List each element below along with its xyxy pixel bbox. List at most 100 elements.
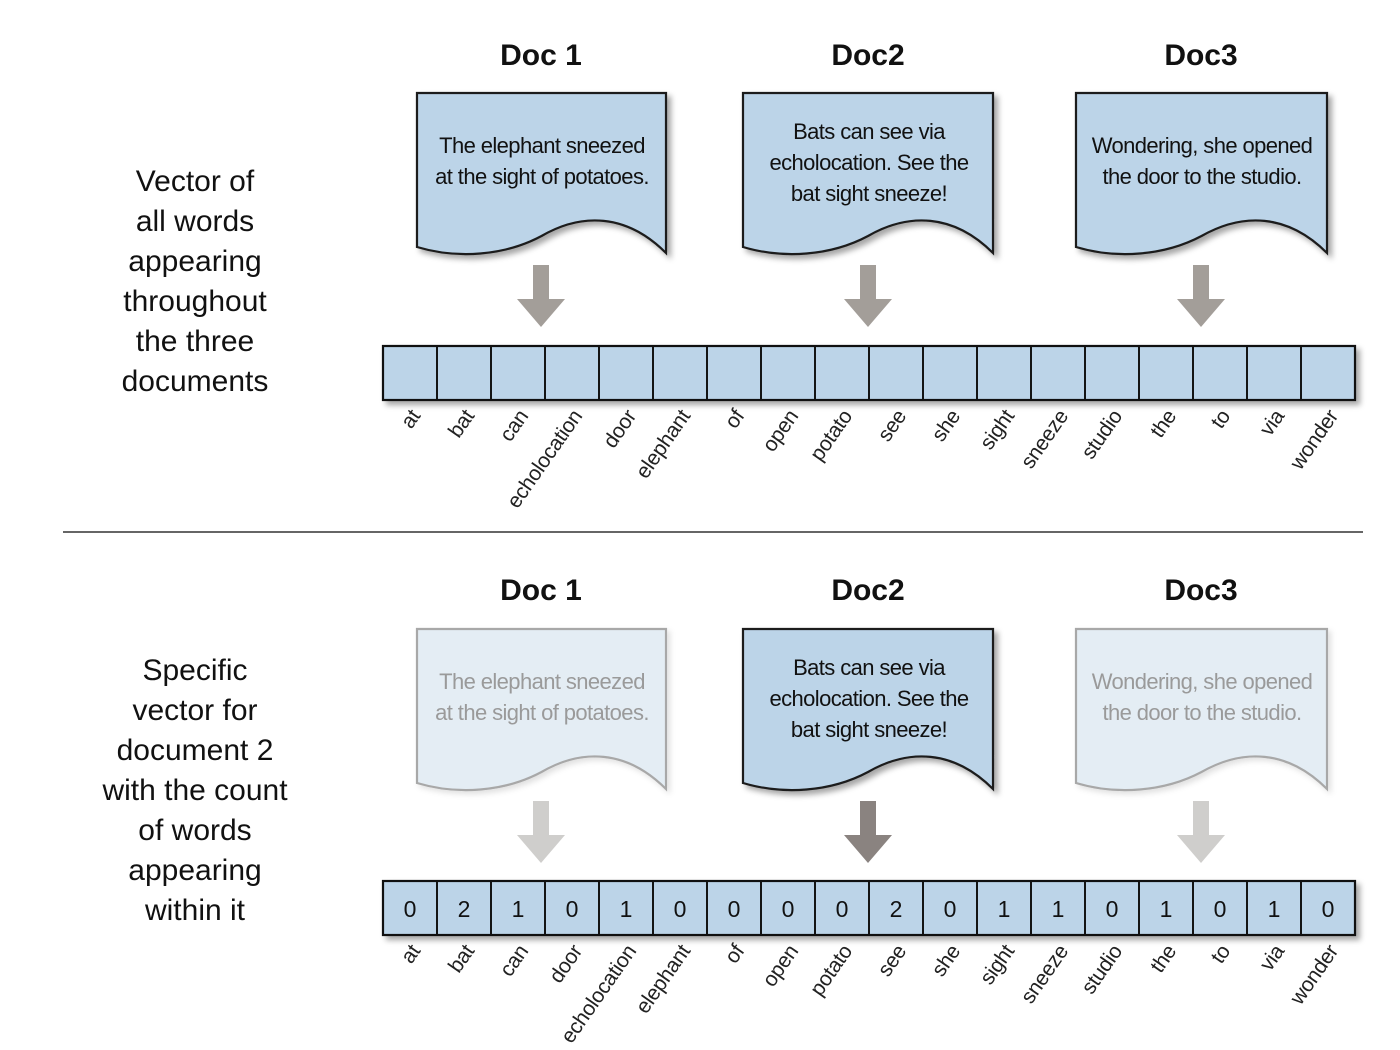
bottom-label-line: within it <box>144 894 246 927</box>
word-label: the <box>1146 941 1181 977</box>
vector-cell <box>1300 345 1356 401</box>
bottom-label-line: vector for <box>132 694 258 727</box>
word-label: open <box>758 406 803 456</box>
top-label-line: throughout <box>123 285 267 318</box>
word-label: sneeze <box>1016 406 1073 473</box>
count-value: 0 <box>728 896 741 922</box>
word-label: see <box>873 941 911 981</box>
document-text-line: Wondering, she opened <box>1092 133 1313 158</box>
count-value: 0 <box>404 896 417 922</box>
top-section: Doc 1 The elephant sneezed at the sight of… <box>381 39 1357 513</box>
count-value: 0 <box>782 896 795 922</box>
count-value: 0 <box>674 896 687 922</box>
doc-title: Doc3 <box>1164 574 1237 607</box>
count-value: 0 <box>1214 896 1227 922</box>
count-value: 1 <box>1268 896 1281 922</box>
word-label: of <box>721 405 750 432</box>
word-label: the <box>1146 406 1181 442</box>
document-text-line: echolocation. See the <box>770 686 969 711</box>
down-arrow-icon <box>517 801 565 863</box>
document-text-line: at the sight of potatoes. <box>435 164 649 189</box>
word-label: sneeze <box>1016 941 1073 1008</box>
down-arrow-icon <box>844 801 892 863</box>
bottom-label-line: Specific <box>142 654 248 687</box>
word-label: wonder <box>1285 940 1343 1009</box>
document-text-line: bat sight sneeze! <box>791 717 947 742</box>
word-label: door <box>599 405 641 452</box>
bottom-label-line: of words <box>138 814 252 847</box>
count-value: 0 <box>1106 896 1119 922</box>
word-label: via <box>1255 940 1289 975</box>
word-label: elephant <box>631 405 695 483</box>
document-text-line: echolocation. See the <box>770 150 969 175</box>
word-label: elephant <box>631 940 695 1018</box>
vector-cell <box>1300 880 1356 936</box>
document-text-line: The elephant sneezed <box>439 669 645 694</box>
document-card <box>1074 627 1329 792</box>
document-text-line: Wondering, she opened <box>1092 669 1313 694</box>
down-arrow-icon <box>1177 265 1225 327</box>
doc-title: Doc 1 <box>500 39 582 72</box>
document-text-line: Bats can see via <box>793 119 946 144</box>
doc-title: Doc2 <box>831 39 904 72</box>
word-label: open <box>758 941 803 991</box>
document-text-line: at the sight of potatoes. <box>435 700 649 725</box>
word-label: studio <box>1077 406 1127 464</box>
top-label-line: appearing <box>128 245 262 278</box>
word-label: via <box>1255 405 1289 440</box>
word-label: sight <box>976 940 1020 989</box>
document-text-line: the door to the studio. <box>1102 164 1301 189</box>
count-value: 2 <box>890 896 903 922</box>
count-value: 0 <box>1322 896 1335 922</box>
word-label: door <box>545 940 587 987</box>
count-value: 1 <box>512 896 525 922</box>
document-card <box>1074 91 1329 256</box>
word-label: can <box>495 406 533 446</box>
word-label: to <box>1207 941 1236 968</box>
document-card <box>415 627 668 792</box>
word-label: sight <box>976 405 1020 454</box>
count-value: 0 <box>836 896 849 922</box>
count-value: 0 <box>944 896 957 922</box>
word-label: see <box>873 406 911 446</box>
word-label: potato <box>806 406 857 466</box>
doc-title: Doc2 <box>831 574 904 607</box>
doc-title: Doc3 <box>1164 39 1237 72</box>
document-text-line: the door to the studio. <box>1102 700 1301 725</box>
bottom-label-line: with the count <box>102 774 288 807</box>
document-card <box>415 91 668 256</box>
down-arrow-icon <box>517 265 565 327</box>
count-value: 1 <box>1052 896 1065 922</box>
word-label: of <box>721 940 750 967</box>
word-label: bat <box>444 940 479 977</box>
count-value: 1 <box>998 896 1011 922</box>
word-label: at <box>397 940 426 967</box>
top-label-line: Vector of <box>135 165 255 198</box>
top-label-line: documents <box>121 365 269 398</box>
bottom-label-line: document 2 <box>116 734 274 767</box>
word-label: can <box>495 941 533 981</box>
word-label: at <box>397 405 426 432</box>
doc-title: Doc 1 <box>500 574 582 607</box>
document-card <box>741 91 995 256</box>
document-card <box>741 627 995 792</box>
word-label: she <box>927 406 965 446</box>
bottom-label-line: appearing <box>128 854 262 887</box>
count-value: 0 <box>566 896 579 922</box>
word-label: potato <box>806 941 857 1001</box>
word-label: she <box>927 941 965 981</box>
document-text-line: Bats can see via <box>793 655 946 680</box>
document-text-line: The elephant sneezed <box>439 133 645 158</box>
down-arrow-icon <box>844 265 892 327</box>
bottom-section: Doc 1 The elephant sneezed at the sight of… <box>381 574 1357 1048</box>
word-label: bat <box>444 405 479 442</box>
bottom-section-label: Specific vector for document 2 with the … <box>65 651 325 931</box>
top-label-line: the three <box>135 325 255 358</box>
count-value: 2 <box>458 896 471 922</box>
document-text-line: bat sight sneeze! <box>791 181 947 206</box>
top-section-label: Vector of all words appearing throughout… <box>65 162 325 402</box>
count-value: 1 <box>620 896 633 922</box>
word-label: wonder <box>1285 405 1343 474</box>
count-value: 1 <box>1160 896 1173 922</box>
